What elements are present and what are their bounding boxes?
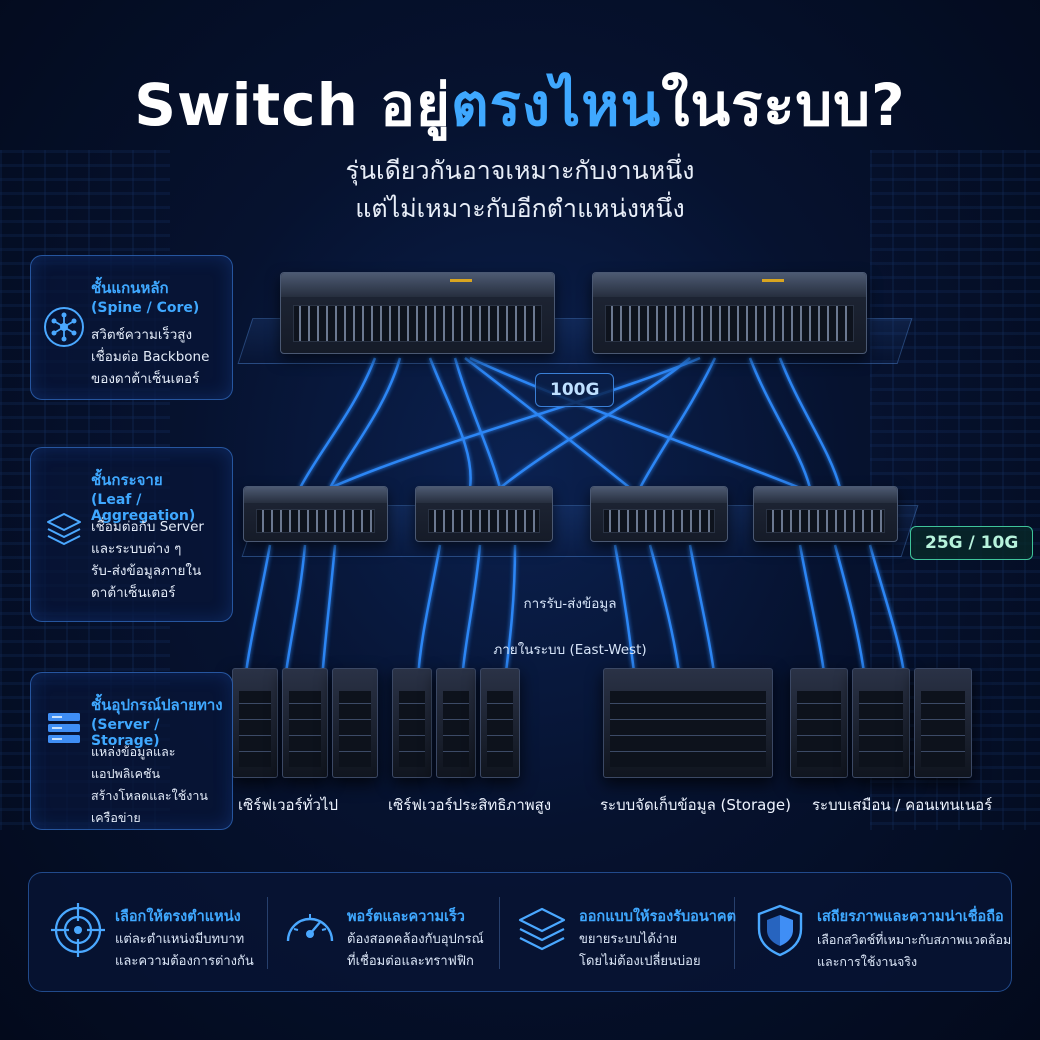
high-performance-server-racks (392, 668, 520, 778)
server-rack (436, 668, 476, 778)
layer-title: ชั้นแกนหลัก (91, 279, 169, 297)
shield-icon (757, 904, 803, 957)
server-rack (790, 668, 848, 778)
title-suffix: ในระบบ? (661, 71, 906, 139)
feature-title: ออกแบบให้รองรับอนาคต (579, 909, 737, 925)
endpoint-label-3: ระบบจัดเก็บข้อมูล (Storage) (600, 796, 791, 814)
layer-card-spine: ชั้นแกนหลัก (Spine / Core) สวิตช์ความเร็… (30, 255, 233, 400)
divider (734, 897, 735, 969)
feature-reliability: เสถียรภาพและความน่าเชื่อถือ เลือกสวิตช์ท… (731, 873, 1011, 993)
layer-title: ชั้นกระจาย (91, 471, 163, 489)
layer-card-leaf: ชั้นกระจาย (Leaf / Aggregation) เชื่อมต่… (30, 447, 233, 622)
server-rack (480, 668, 520, 778)
feature-panel: เลือกให้ตรงตำแหน่ง แต่ละตำแหน่งมีบทบาทแล… (28, 872, 1012, 992)
east-west-label-1: การรับ-ส่งข้อมูล (523, 596, 617, 612)
server-rack (852, 668, 910, 778)
spine-switch-1 (280, 272, 555, 354)
storage-disk (732, 717, 766, 763)
feature-future-ready: ออกแบบให้รองรับอนาคต ขยายระบบได้ง่ายโดยไ… (493, 873, 737, 993)
network-hub-icon (44, 307, 84, 347)
leaf-switch-3 (590, 486, 728, 542)
storage-disk (692, 717, 726, 763)
subtitle-line-1: รุ่นเดียวกันอาจเหมาะกับงานหนึ่ง (345, 156, 695, 185)
target-icon (51, 903, 105, 957)
divider (499, 897, 500, 969)
layer-title: ชั้นอุปกรณ์ปลายทาง (91, 696, 223, 714)
layer-subtitle: (Server / Storage) (91, 717, 160, 749)
feature-ports-speed: พอร์ตและความเร็ว ต้องสอดคล้องกับอุปกรณ์ท… (261, 873, 501, 993)
leaf-switch-1 (243, 486, 388, 542)
title-prefix: Switch อยู่ (134, 71, 451, 139)
storage-disk (612, 717, 646, 763)
server-stack-icon (48, 713, 80, 743)
server-rack (232, 668, 278, 778)
feature-title: พอร์ตและความเร็ว (347, 909, 465, 925)
layer-card-endpoint: ชั้นอุปกรณ์ปลายทาง (Server / Storage) แห… (30, 672, 233, 830)
feature-description: แต่ละตำแหน่งมีบทบาทและความต้องการต่างกัน (115, 932, 254, 969)
storage-disk (652, 717, 686, 763)
endpoint-label-4: ระบบเสมือน / คอนเทนเนอร์ (812, 796, 993, 814)
feature-title: เสถียรภาพและความน่าเชื่อถือ (817, 909, 1004, 925)
page-title: Switch อยู่ตรงไหนในระบบ? (0, 58, 1040, 151)
server-rack (392, 668, 432, 778)
server-rack (282, 668, 328, 778)
layers-icon (47, 513, 81, 545)
general-server-racks (232, 668, 378, 778)
server-rack (914, 668, 972, 778)
server-rack (332, 668, 378, 778)
title-highlight: ตรงไหน (450, 71, 662, 139)
virtualization-racks (790, 668, 972, 778)
subtitle-line-2: แต่ไม่เหมาะกับอีกตำแหน่งหนึ่ง (355, 194, 685, 223)
feature-description: เลือกสวิตช์ที่เหมาะกับสภาพแวดล้อมและการใ… (817, 932, 1012, 969)
speedometer-icon (286, 914, 334, 942)
divider (267, 897, 268, 969)
page-subtitle: รุ่นเดียวกันอาจเหมาะกับงานหนึ่ง แต่ไม่เห… (0, 152, 1040, 228)
spine-speed-badge: 100G (535, 373, 615, 407)
leaf-speed-badge: 25G / 10G (910, 526, 1034, 560)
east-west-label-2: ภายในระบบ (East-West) (493, 642, 647, 658)
layer-subtitle: (Spine / Core) (91, 300, 200, 316)
layer-subtitle: (Leaf / Aggregation) (91, 492, 196, 524)
leaf-switch-2 (415, 486, 553, 542)
endpoint-label-1: เซิร์ฟเวอร์ทั่วไป (238, 796, 338, 814)
feature-description: ขยายระบบได้ง่ายโดยไม่ต้องเปลี่ยนบ่อย (579, 932, 701, 969)
storage-array (603, 668, 773, 778)
feature-position: เลือกให้ตรงตำแหน่ง แต่ละตำแหน่งมีบทบาทแล… (29, 873, 269, 993)
stack-icon (518, 907, 566, 951)
spine-switch-2 (592, 272, 867, 354)
endpoint-label-2: เซิร์ฟเวอร์ประสิทธิภาพสูง (388, 796, 552, 814)
feature-description: ต้องสอดคล้องกับอุปกรณ์ที่เชื่อมต่อและทรา… (347, 932, 484, 969)
layer-description: แหล่งข้อมูลและแอปพลิเคชันสร้างโหลดและใช้… (91, 744, 208, 825)
leaf-switch-4 (753, 486, 898, 542)
feature-title: เลือกให้ตรงตำแหน่ง (115, 909, 241, 925)
